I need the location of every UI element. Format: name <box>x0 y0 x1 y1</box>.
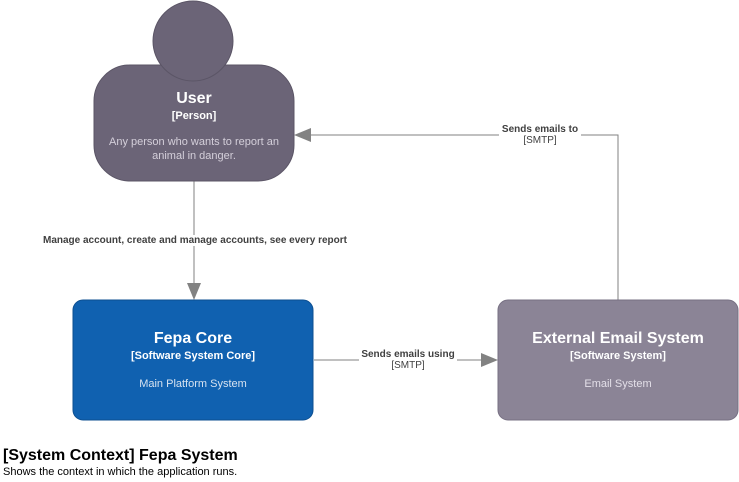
edge-core-to-email-technology: [SMTP] <box>391 360 425 371</box>
user-description-line-2: animal in danger. <box>152 150 236 162</box>
user-description-line-1: Any person who wants to report an <box>109 136 279 148</box>
person-shape[interactable] <box>93 0 295 182</box>
core-description: Main Platform System <box>139 378 247 390</box>
user-type: [Person] <box>171 110 217 122</box>
diagram-subtitle: Shows the context in which the applicati… <box>3 466 238 478</box>
email-system-type: [Software System] <box>570 350 666 362</box>
core-name: Fepa Core <box>153 330 233 347</box>
edge-user-to-core-description: Manage account, create and manage accoun… <box>42 235 347 246</box>
diagram-title: [System Context] Fepa System <box>3 447 238 464</box>
edge-label-user-to-core: Manage account, create and manage accoun… <box>40 235 350 246</box>
user-text: User [Person] Any person who wants to re… <box>94 89 294 163</box>
edge-label-email-to-user: Sends emails to [SMTP] <box>499 124 581 146</box>
email-system-text: External Email System [Software System] … <box>498 329 738 391</box>
edge-email-to-user-technology: [SMTP] <box>523 135 557 146</box>
edge-email-to-user <box>294 128 619 300</box>
email-system-name: External Email System <box>532 330 704 347</box>
edge-email-to-user-description: Sends emails to <box>501 124 579 135</box>
external-email-system-box[interactable] <box>497 299 739 421</box>
core-type: [Software System Core] <box>130 350 256 362</box>
core-system-box[interactable] <box>72 299 314 421</box>
email-system-description: Email System <box>584 378 652 390</box>
edge-user-to-core <box>187 181 201 300</box>
user-name: User <box>176 90 212 107</box>
edge-core-to-email-description: Sends emails using <box>361 349 455 360</box>
core-text: Fepa Core [Software System Core] Main Pl… <box>73 329 313 391</box>
edge-label-core-to-email: Sends emails using [SMTP] <box>359 349 457 371</box>
